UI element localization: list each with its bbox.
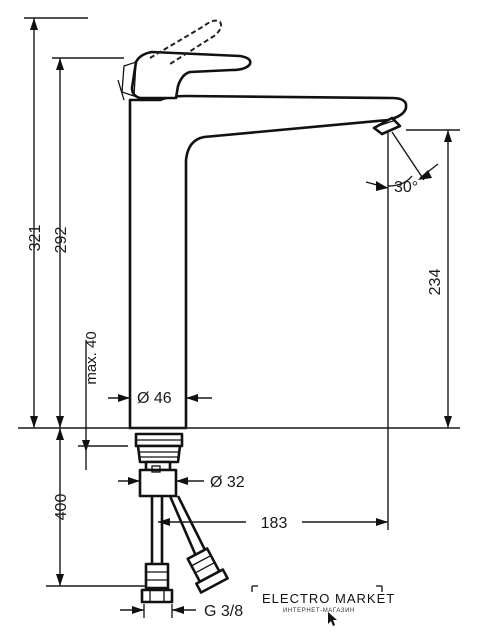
supply-hoses xyxy=(140,495,229,604)
dim-thread-diameter: Ø 32 xyxy=(118,474,245,491)
faucet-body xyxy=(128,94,408,430)
dim-max-rise-label: max. 40 xyxy=(83,331,100,384)
dim-spout-angle: 30° xyxy=(365,131,439,196)
dim-faucet-height-label: 292 xyxy=(53,227,70,254)
dim-connection: G 3/8 xyxy=(120,603,243,620)
dim-spout-reach-label: 183 xyxy=(261,515,288,532)
dim-spout-height-label: 234 xyxy=(427,269,444,296)
dim-overall-height-label: 321 xyxy=(27,225,44,252)
watermark-tagline: ИНТЕРНЕТ-МАГАЗИН xyxy=(283,608,355,614)
lever-handle xyxy=(117,19,252,101)
dim-faucet-height: 292 xyxy=(52,57,124,428)
dim-thread-diameter-label: Ø 32 xyxy=(210,474,245,491)
dim-overall-height: 321 xyxy=(24,17,88,428)
dim-hose-length-label: 400 xyxy=(53,494,70,521)
watermark-brand: ELECTRO MARKET xyxy=(262,591,395,606)
dim-spout-angle-label: 30° xyxy=(394,179,418,196)
dim-spout-reach: 183 xyxy=(158,515,388,532)
dim-hose-length: 400 xyxy=(46,428,146,587)
dim-connection-label: G 3/8 xyxy=(204,603,243,620)
dim-spout-height: 234 xyxy=(406,129,460,428)
dim-body-diameter: Ø 46 xyxy=(108,390,212,407)
dim-body-diameter-label: Ø 46 xyxy=(137,390,172,407)
tap-base xyxy=(134,432,184,498)
cursor-icon xyxy=(328,612,337,626)
dim-max-rise: max. 40 xyxy=(78,331,128,470)
electro-market-watermark: ELECTRO MARKET ИНТЕРНЕТ-МАГАЗИН xyxy=(251,582,395,626)
